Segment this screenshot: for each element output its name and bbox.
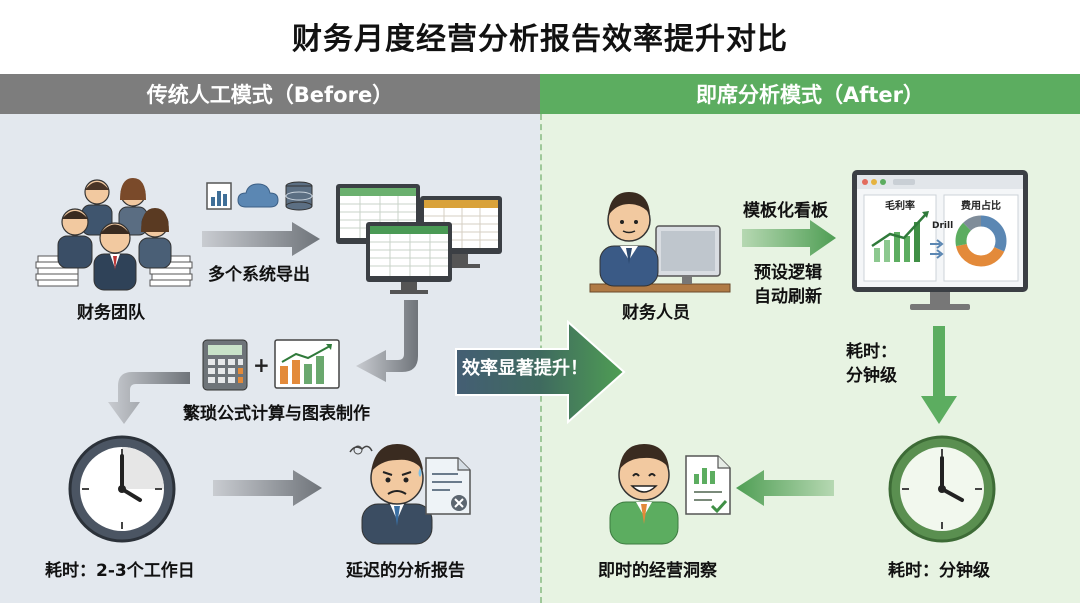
monitor-to-formula-arrow bbox=[356, 300, 418, 382]
after-time-side-line1: 耗时： bbox=[846, 342, 897, 362]
formula-chart-label: 繁琐公式计算与图表制作 bbox=[183, 404, 370, 424]
before-header: 传统人工模式（Before） bbox=[0, 74, 540, 114]
bar-chart-icon bbox=[206, 182, 232, 210]
finance-staff-label: 财务人员 bbox=[622, 303, 690, 323]
database-icon bbox=[285, 181, 313, 211]
document-icon bbox=[425, 457, 471, 515]
clock-to-insight-arrow bbox=[736, 470, 834, 506]
cloud-icon bbox=[237, 183, 279, 208]
page-title: 财务月度经营分析报告效率提升对比 bbox=[292, 22, 788, 57]
clock-icon bbox=[888, 435, 996, 543]
after-time-label: 耗时：分钟级 bbox=[888, 561, 990, 581]
efficiency-arrow bbox=[455, 319, 626, 425]
preset-logic-line1: 预设逻辑 bbox=[754, 263, 822, 283]
formula-to-clock-arrow bbox=[108, 372, 190, 424]
worker-icon bbox=[589, 192, 731, 293]
after-time-side-label: 耗时： 分钟级 bbox=[846, 340, 897, 388]
dashboard-cost-label: 费用占比 bbox=[961, 199, 1001, 212]
finance-team-label: 财务团队 bbox=[77, 303, 145, 323]
preset-logic-line2: 自动刷新 bbox=[754, 287, 822, 307]
stressed-person-icon bbox=[349, 444, 433, 545]
calculator-icon bbox=[202, 339, 248, 391]
clock-icon bbox=[68, 435, 176, 543]
after-time-side-line2: 分钟级 bbox=[846, 366, 897, 386]
happy-person-icon bbox=[609, 444, 679, 545]
checklist-icon bbox=[685, 455, 731, 515]
line-chart-icon bbox=[274, 339, 340, 389]
dashboard-gross-label: 毛利率 bbox=[885, 199, 915, 212]
svg-text:+: + bbox=[253, 353, 270, 377]
monitor-icon bbox=[336, 184, 502, 294]
multi-system-export-label: 多个系统导出 bbox=[208, 265, 310, 285]
export-arrow bbox=[202, 222, 320, 256]
delayed-report-label: 延迟的分析报告 bbox=[346, 561, 465, 581]
efficiency-arrow-label: 效率显著提升！ bbox=[462, 358, 588, 379]
dashboard-monitor-icon bbox=[852, 170, 1028, 310]
clock-to-report-arrow bbox=[213, 470, 322, 506]
template-arrow bbox=[742, 220, 836, 256]
after-header: 即席分析模式（After） bbox=[540, 74, 1080, 114]
preset-logic-label: 预设逻辑 自动刷新 bbox=[754, 261, 822, 309]
people-icon bbox=[35, 178, 193, 291]
instant-insight-label: 即时的经营洞察 bbox=[598, 561, 717, 581]
before-time-label: 耗时：2-3个工作日 bbox=[45, 561, 195, 581]
dashboard-drill-label: Drill bbox=[932, 221, 953, 231]
dashboard-to-clock-arrow bbox=[921, 326, 957, 424]
template-dashboard-label: 模板化看板 bbox=[743, 201, 828, 221]
